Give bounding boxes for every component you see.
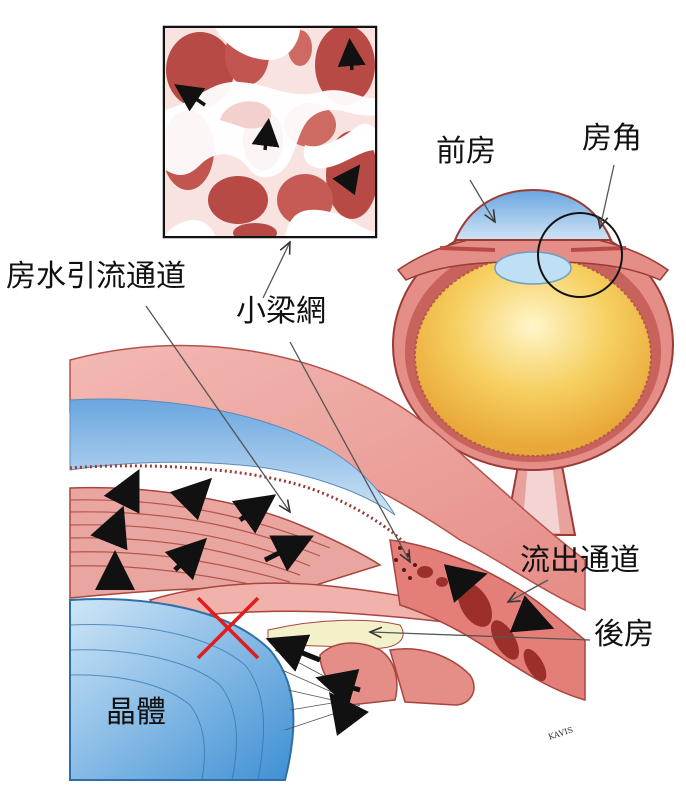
blocked-x-icon <box>196 596 260 660</box>
flow-arrow-icon <box>337 38 366 71</box>
zoom-circle-icon <box>537 212 623 298</box>
flow-arrow-icon <box>164 537 208 581</box>
flow-arrow-icon <box>509 595 555 633</box>
flow-arrow-icon <box>263 535 314 572</box>
flow-arrow-icon <box>90 505 128 551</box>
leader-lines <box>145 164 615 641</box>
trabecular-meshwork-label: 小梁網 <box>236 294 326 329</box>
flow-arrow-icon <box>443 564 488 603</box>
outflow-channel-label: 流出通道 <box>520 543 640 578</box>
angle-cross-section <box>69 344 586 781</box>
flow-arrow-icon <box>251 118 280 151</box>
flow-arrow-icon <box>103 469 140 514</box>
anterior-chamber-label: 前房 <box>436 134 496 169</box>
flow-arrow-icon <box>265 634 321 672</box>
flow-arrow-icon <box>174 84 206 112</box>
chamber-angle-label: 房角 <box>582 121 642 156</box>
flow-arrow-icon <box>315 669 361 708</box>
lens-label: 晶體 <box>106 695 166 730</box>
flow-arrow-icon <box>329 692 369 736</box>
flow-arrow-icon <box>169 477 213 521</box>
whole-eye-illustration <box>392 188 674 536</box>
flow-arrow-icon <box>231 494 277 534</box>
flow-arrow-icon <box>332 164 361 196</box>
meshwork-inset <box>162 25 378 239</box>
outflow-pathway-label: 房水引流通道 <box>6 259 186 294</box>
posterior-chamber-label: 後房 <box>594 617 654 652</box>
